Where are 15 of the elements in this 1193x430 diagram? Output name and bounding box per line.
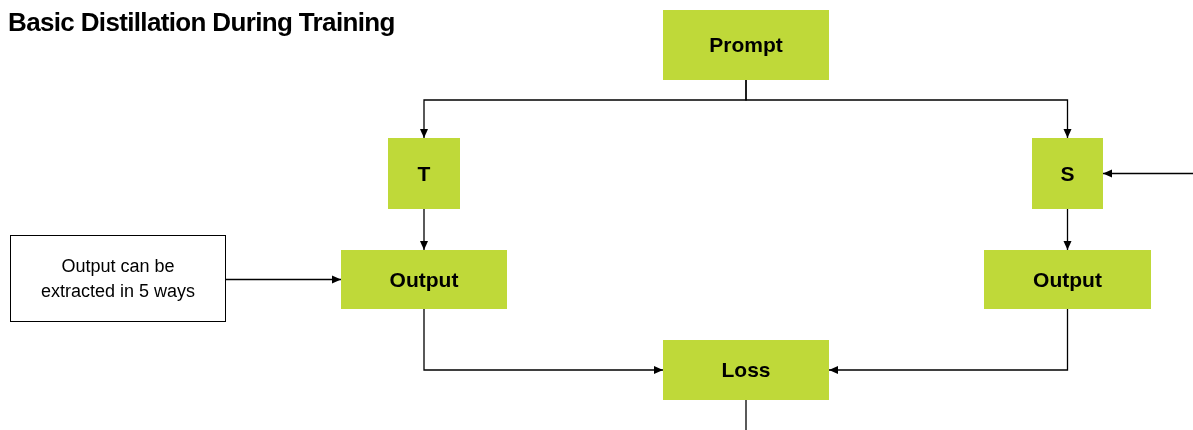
process-box: Prompt bbox=[663, 10, 829, 80]
title: Basic Distillation During Training bbox=[8, 6, 395, 39]
process-box: S bbox=[1032, 138, 1103, 209]
arrow bbox=[1063, 208, 1072, 251]
process-box: T bbox=[388, 138, 460, 209]
process-box: Output bbox=[341, 250, 507, 309]
arrow bbox=[1102, 169, 1193, 178]
arrow bbox=[828, 308, 1069, 374]
note-box: Output can be extracted in 5 ways bbox=[10, 235, 226, 322]
arrow bbox=[420, 208, 428, 251]
arrow bbox=[423, 308, 664, 374]
process-box: Loss bbox=[663, 340, 829, 400]
process-box: Output bbox=[984, 250, 1151, 309]
arrow bbox=[745, 79, 1072, 139]
arrow bbox=[225, 275, 342, 284]
